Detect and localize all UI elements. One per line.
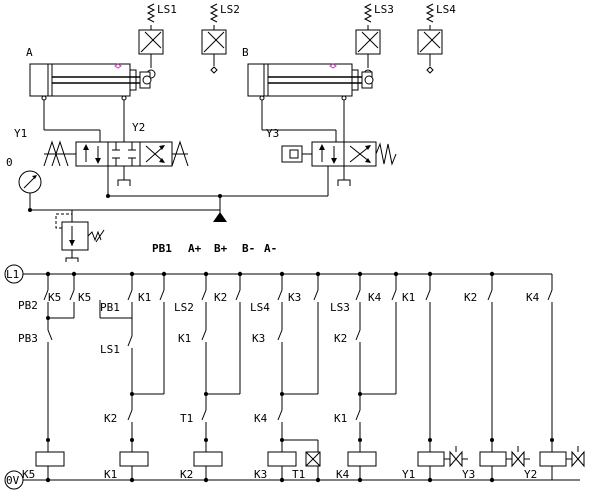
rung-k2: LS2 K2 K1 T1 K2 — [174, 274, 241, 481]
contact-t1-label: T1 — [180, 412, 193, 425]
contact-k4-output-label: K4 — [526, 291, 540, 304]
ls3-label: LS3 — [374, 3, 394, 16]
limit-switch-ls2: LS2 — [201, 3, 240, 74]
cylinder-a: A — [26, 46, 152, 130]
ls1-label: LS1 — [157, 3, 177, 16]
cylinder-a-label: A — [26, 46, 33, 59]
seq-step-4: B- — [242, 242, 255, 255]
contact-k1-hold-label: K1 — [138, 291, 151, 304]
limit-switch-ls1: LS1 — [138, 3, 177, 79]
limit-switch-ls4: LS4 — [417, 3, 456, 74]
rail-top: L1 — [4, 264, 552, 284]
seq-step-2: A+ — [188, 242, 202, 255]
valve-y1-y2: Y1 Y2 — [14, 121, 189, 196]
bottom-rail-junctions — [45, 477, 495, 483]
coil-k4-label: K4 — [336, 468, 350, 481]
rail-l1-label: L1 — [6, 268, 19, 281]
rung-k1: PB1 K1 LS1 K2 K1 — [99, 274, 165, 481]
cylinder-b-label: B — [242, 46, 249, 59]
coil-k5-label: K5 — [22, 468, 35, 481]
contact-k1-output-label: K1 — [402, 291, 415, 304]
valve-y3: Y3 — [262, 127, 397, 196]
coil-t1-label: T1 — [292, 468, 305, 481]
coil-y1-label: Y1 — [402, 468, 415, 481]
contact-pb3-label: PB3 — [18, 332, 38, 345]
coil-y2-label: Y2 — [524, 468, 537, 481]
contact-ls3-label: LS3 — [330, 301, 350, 314]
seq-step-3: B+ — [214, 242, 228, 255]
contact-k2-output-label: K2 — [464, 291, 477, 304]
ls2-label: LS2 — [220, 3, 240, 16]
sequence-legend: PB1 A+ B+ B- A- — [152, 242, 277, 255]
coil-k3-label: K3 — [254, 468, 267, 481]
air-supply-line — [28, 194, 328, 222]
contact-k1-series-label: K1 — [178, 332, 191, 345]
contact-pb1-label: PB1 — [100, 301, 120, 314]
cylinder-b: B — [242, 46, 374, 130]
limit-switch-ls3: LS3 — [355, 3, 394, 79]
contact-k1-stop-label: K1 — [334, 412, 347, 425]
contact-k3-hold-label: K3 — [288, 291, 301, 304]
rung-k5: PB2 K5 K5 PB3 K5 — [18, 274, 91, 481]
contact-pb2-label: PB2 — [18, 299, 38, 312]
contact-k2-stop-label: K2 — [104, 412, 117, 425]
contact-k5b-label: K5 — [78, 291, 91, 304]
contact-ls1-label: LS1 — [100, 343, 120, 356]
contact-k2-series-label: K3 — [252, 332, 265, 345]
y1-valve-label: Y1 — [14, 127, 27, 140]
rung-k3: LS4 K3 K3 K4 K3 T1 — [250, 274, 321, 481]
y3-valve-label: Y3 — [266, 127, 279, 140]
y2-valve-label: Y2 — [132, 121, 145, 134]
rung-y2: K4 Y2 — [524, 274, 585, 481]
rung-y1: K1 Y1 — [402, 274, 468, 481]
rung-y3: K2 Y3 — [462, 274, 530, 481]
coil-k1-label: K1 — [104, 468, 117, 481]
contact-ls2-label: LS2 — [174, 301, 194, 314]
pressure-gauge: 0 — [6, 156, 42, 210]
pressure-relief-valve — [55, 210, 105, 262]
seq-step-5: A- — [264, 242, 277, 255]
contact-k5a-label: K5 — [48, 291, 61, 304]
gauge-label: 0 — [6, 156, 13, 169]
contact-ls4-label: LS4 — [250, 301, 270, 314]
rail-0v-label: 0V — [6, 474, 20, 487]
rung-k4: LS3 K4 K2 K1 K4 — [330, 274, 397, 481]
seq-step-1: PB1 — [152, 242, 172, 255]
contact-k4-stop-label: K4 — [254, 412, 268, 425]
contact-k3-series-label: K2 — [334, 332, 347, 345]
contact-k2-hold-label: K2 — [214, 291, 227, 304]
ls4-label: LS4 — [436, 3, 456, 16]
coil-k2-label: K2 — [180, 468, 193, 481]
coil-y3-label: Y3 — [462, 468, 475, 481]
rail-bottom: 0V — [4, 470, 580, 490]
contact-k4-hold-label: K4 — [368, 291, 382, 304]
